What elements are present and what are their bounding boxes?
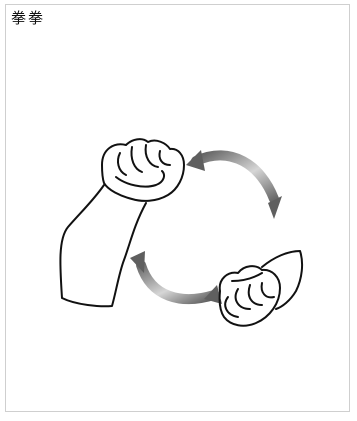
forward-fist-icon [220, 251, 302, 326]
illustration [6, 5, 350, 412]
card: 拳拳 [5, 4, 350, 412]
cycle-arrows-icon [130, 150, 282, 304]
raised-fist-arm-icon [60, 139, 184, 306]
